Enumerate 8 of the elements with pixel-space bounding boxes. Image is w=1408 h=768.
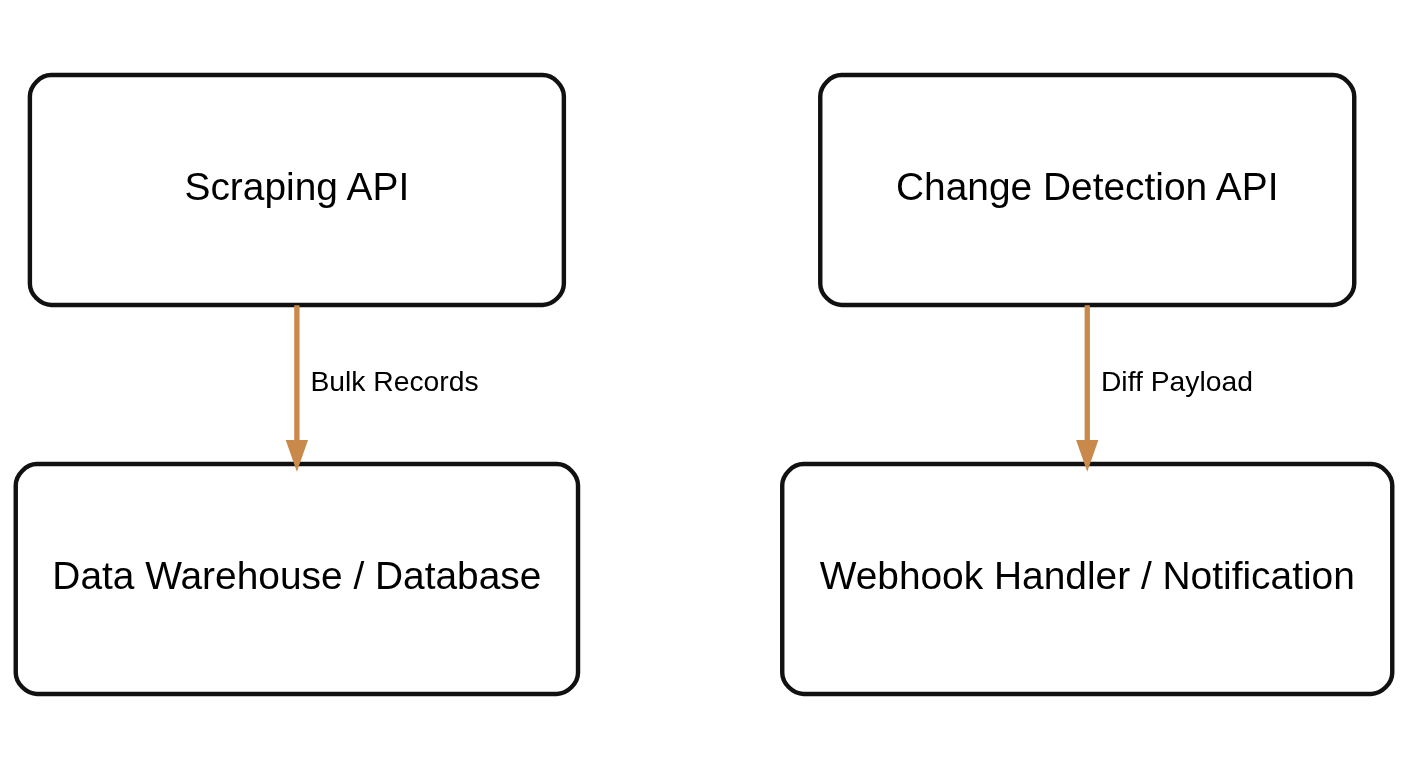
edge-label: Diff Payload	[1100, 364, 1253, 397]
edge-label: Bulk Records	[310, 364, 479, 397]
node-box: Data Warehouse / Database	[13, 461, 581, 696]
node-box: Scraping API	[27, 72, 567, 307]
arrow	[1076, 304, 1099, 472]
node-box: Change Detection API	[818, 72, 1357, 307]
arrow	[285, 304, 309, 472]
node-box: Webhook Handler / Notification	[780, 461, 1395, 696]
